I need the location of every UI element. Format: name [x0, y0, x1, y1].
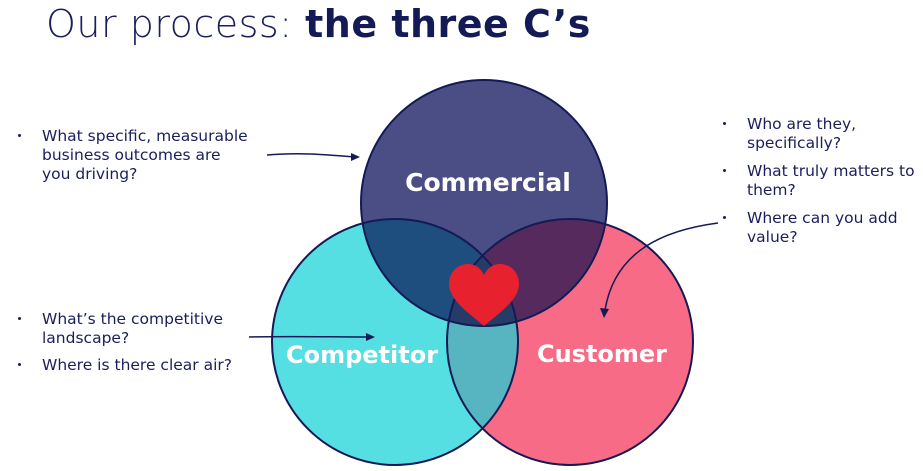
- competitor-label: Competitor: [286, 341, 438, 369]
- customer-label: Customer: [537, 340, 667, 368]
- bullet-icon: [18, 134, 21, 137]
- title-emphasis: the three C’s: [305, 2, 591, 46]
- competitor-questions: What’s the competitive landscape? Where …: [18, 310, 248, 383]
- arrow-to-competitor: [248, 333, 375, 341]
- list-item: Who are they, specifically?: [723, 115, 923, 153]
- bullet-icon: [723, 216, 726, 219]
- list-item: What truly matters to them?: [723, 162, 923, 200]
- bullet-icon: [723, 169, 726, 172]
- commercial-questions: What specific, measurable business outco…: [18, 127, 248, 192]
- commercial-label: Commercial: [405, 168, 571, 197]
- list-item: What specific, measurable business outco…: [18, 127, 248, 184]
- customer-questions: Who are they, specifically? What truly m…: [723, 115, 923, 256]
- commercial-customer-overlap: [447, 219, 607, 326]
- list-item: Where is there clear air?: [18, 356, 248, 375]
- bullet-icon: [723, 122, 726, 125]
- list-item: What’s the competitive landscape?: [18, 310, 248, 348]
- heart-icon: [449, 264, 519, 326]
- bullet-icon: [18, 363, 21, 366]
- commercial-competitor-overlap: [361, 219, 518, 326]
- arrow-to-commercial: [266, 152, 360, 161]
- list-item: Where can you add value?: [723, 209, 923, 247]
- bullet-icon: [18, 317, 21, 320]
- title-prefix: Our process:: [46, 2, 306, 46]
- page-title: Our process: the three C’s: [46, 2, 591, 46]
- arrow-to-customer: [600, 222, 719, 318]
